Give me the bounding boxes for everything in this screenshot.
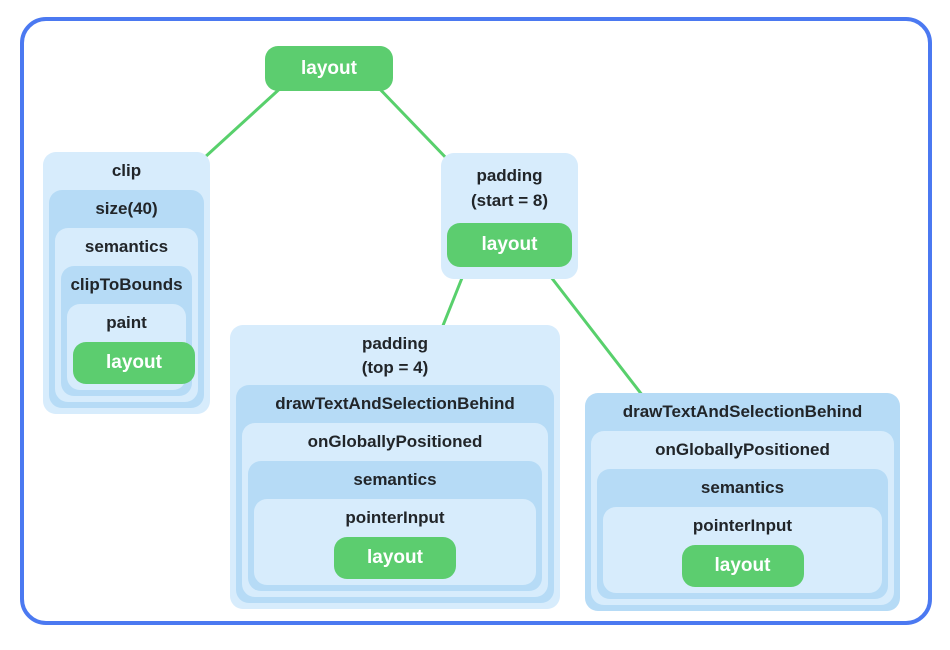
- box-semantics-middle: semantics pointerInput layout: [248, 461, 542, 591]
- box-clip-to-bounds: clipToBounds paint layout: [61, 266, 195, 396]
- box-draw-text-right: drawTextAndSelectionBehind onGloballyPos…: [585, 393, 900, 611]
- box-padding-start: padding (start = 8) layout: [441, 153, 578, 279]
- node-layout-right-label: layout: [714, 555, 771, 576]
- node-layout-right: layout: [681, 545, 804, 587]
- box-semantics-middle-label: semantics: [353, 470, 437, 489]
- node-layout-root: layout: [265, 46, 393, 91]
- box-padding-top: padding (top = 4) drawTextAndSelectionBe…: [230, 325, 560, 609]
- box-size-40-label: size(40): [95, 199, 158, 218]
- box-pointer-input-middle: pointerInput layout: [254, 499, 536, 585]
- box-on-globally-positioned-middle: onGloballyPositioned semantics pointerIn…: [242, 423, 548, 597]
- box-clip-to-bounds-label: clipToBounds: [70, 275, 183, 294]
- box-draw-text-middle: drawTextAndSelectionBehind onGloballyPos…: [236, 385, 554, 603]
- box-clip-label: clip: [111, 161, 142, 180]
- box-semantics-right-label: semantics: [700, 478, 785, 497]
- node-layout-padding-start-label: layout: [481, 234, 538, 255]
- box-paint-label: paint: [106, 313, 147, 332]
- box-pointer-input-middle-label: pointerInput: [345, 508, 445, 527]
- box-semantics-right: semantics pointerInput layout: [597, 469, 888, 599]
- box-on-globally-positioned-middle-label: onGloballyPositioned: [307, 432, 483, 451]
- box-paint: paint layout: [67, 304, 195, 390]
- box-pointer-input-right-label: pointerInput: [692, 516, 793, 535]
- box-semantics-left-label: semantics: [84, 237, 169, 256]
- box-on-globally-positioned-right: onGloballyPositioned semantics pointerIn…: [591, 431, 894, 605]
- box-size-40: size(40) semantics clipToBounds paint la…: [49, 190, 204, 408]
- node-layout-padding-start: layout: [447, 223, 572, 267]
- box-semantics-left: semantics clipToBounds paint layout: [55, 228, 198, 402]
- node-layout-clip-label: layout: [106, 352, 162, 373]
- box-padding-top-label: padding (top = 4): [361, 334, 429, 377]
- box-pointer-input-right: pointerInput layout: [603, 507, 882, 593]
- node-layout-middle-label: layout: [367, 547, 423, 568]
- box-on-globally-positioned-right-label: onGloballyPositioned: [655, 440, 830, 459]
- box-clip: clip size(40) semantics clipToBounds pai…: [43, 152, 210, 414]
- box-draw-text-middle-label: drawTextAndSelectionBehind: [275, 394, 515, 413]
- node-layout-root-label: layout: [301, 57, 357, 79]
- box-draw-text-right-label: drawTextAndSelectionBehind: [622, 402, 863, 421]
- node-layout-middle: layout: [334, 537, 456, 579]
- box-padding-start-label: padding (start = 8): [471, 166, 548, 210]
- node-layout-clip: layout: [73, 342, 195, 384]
